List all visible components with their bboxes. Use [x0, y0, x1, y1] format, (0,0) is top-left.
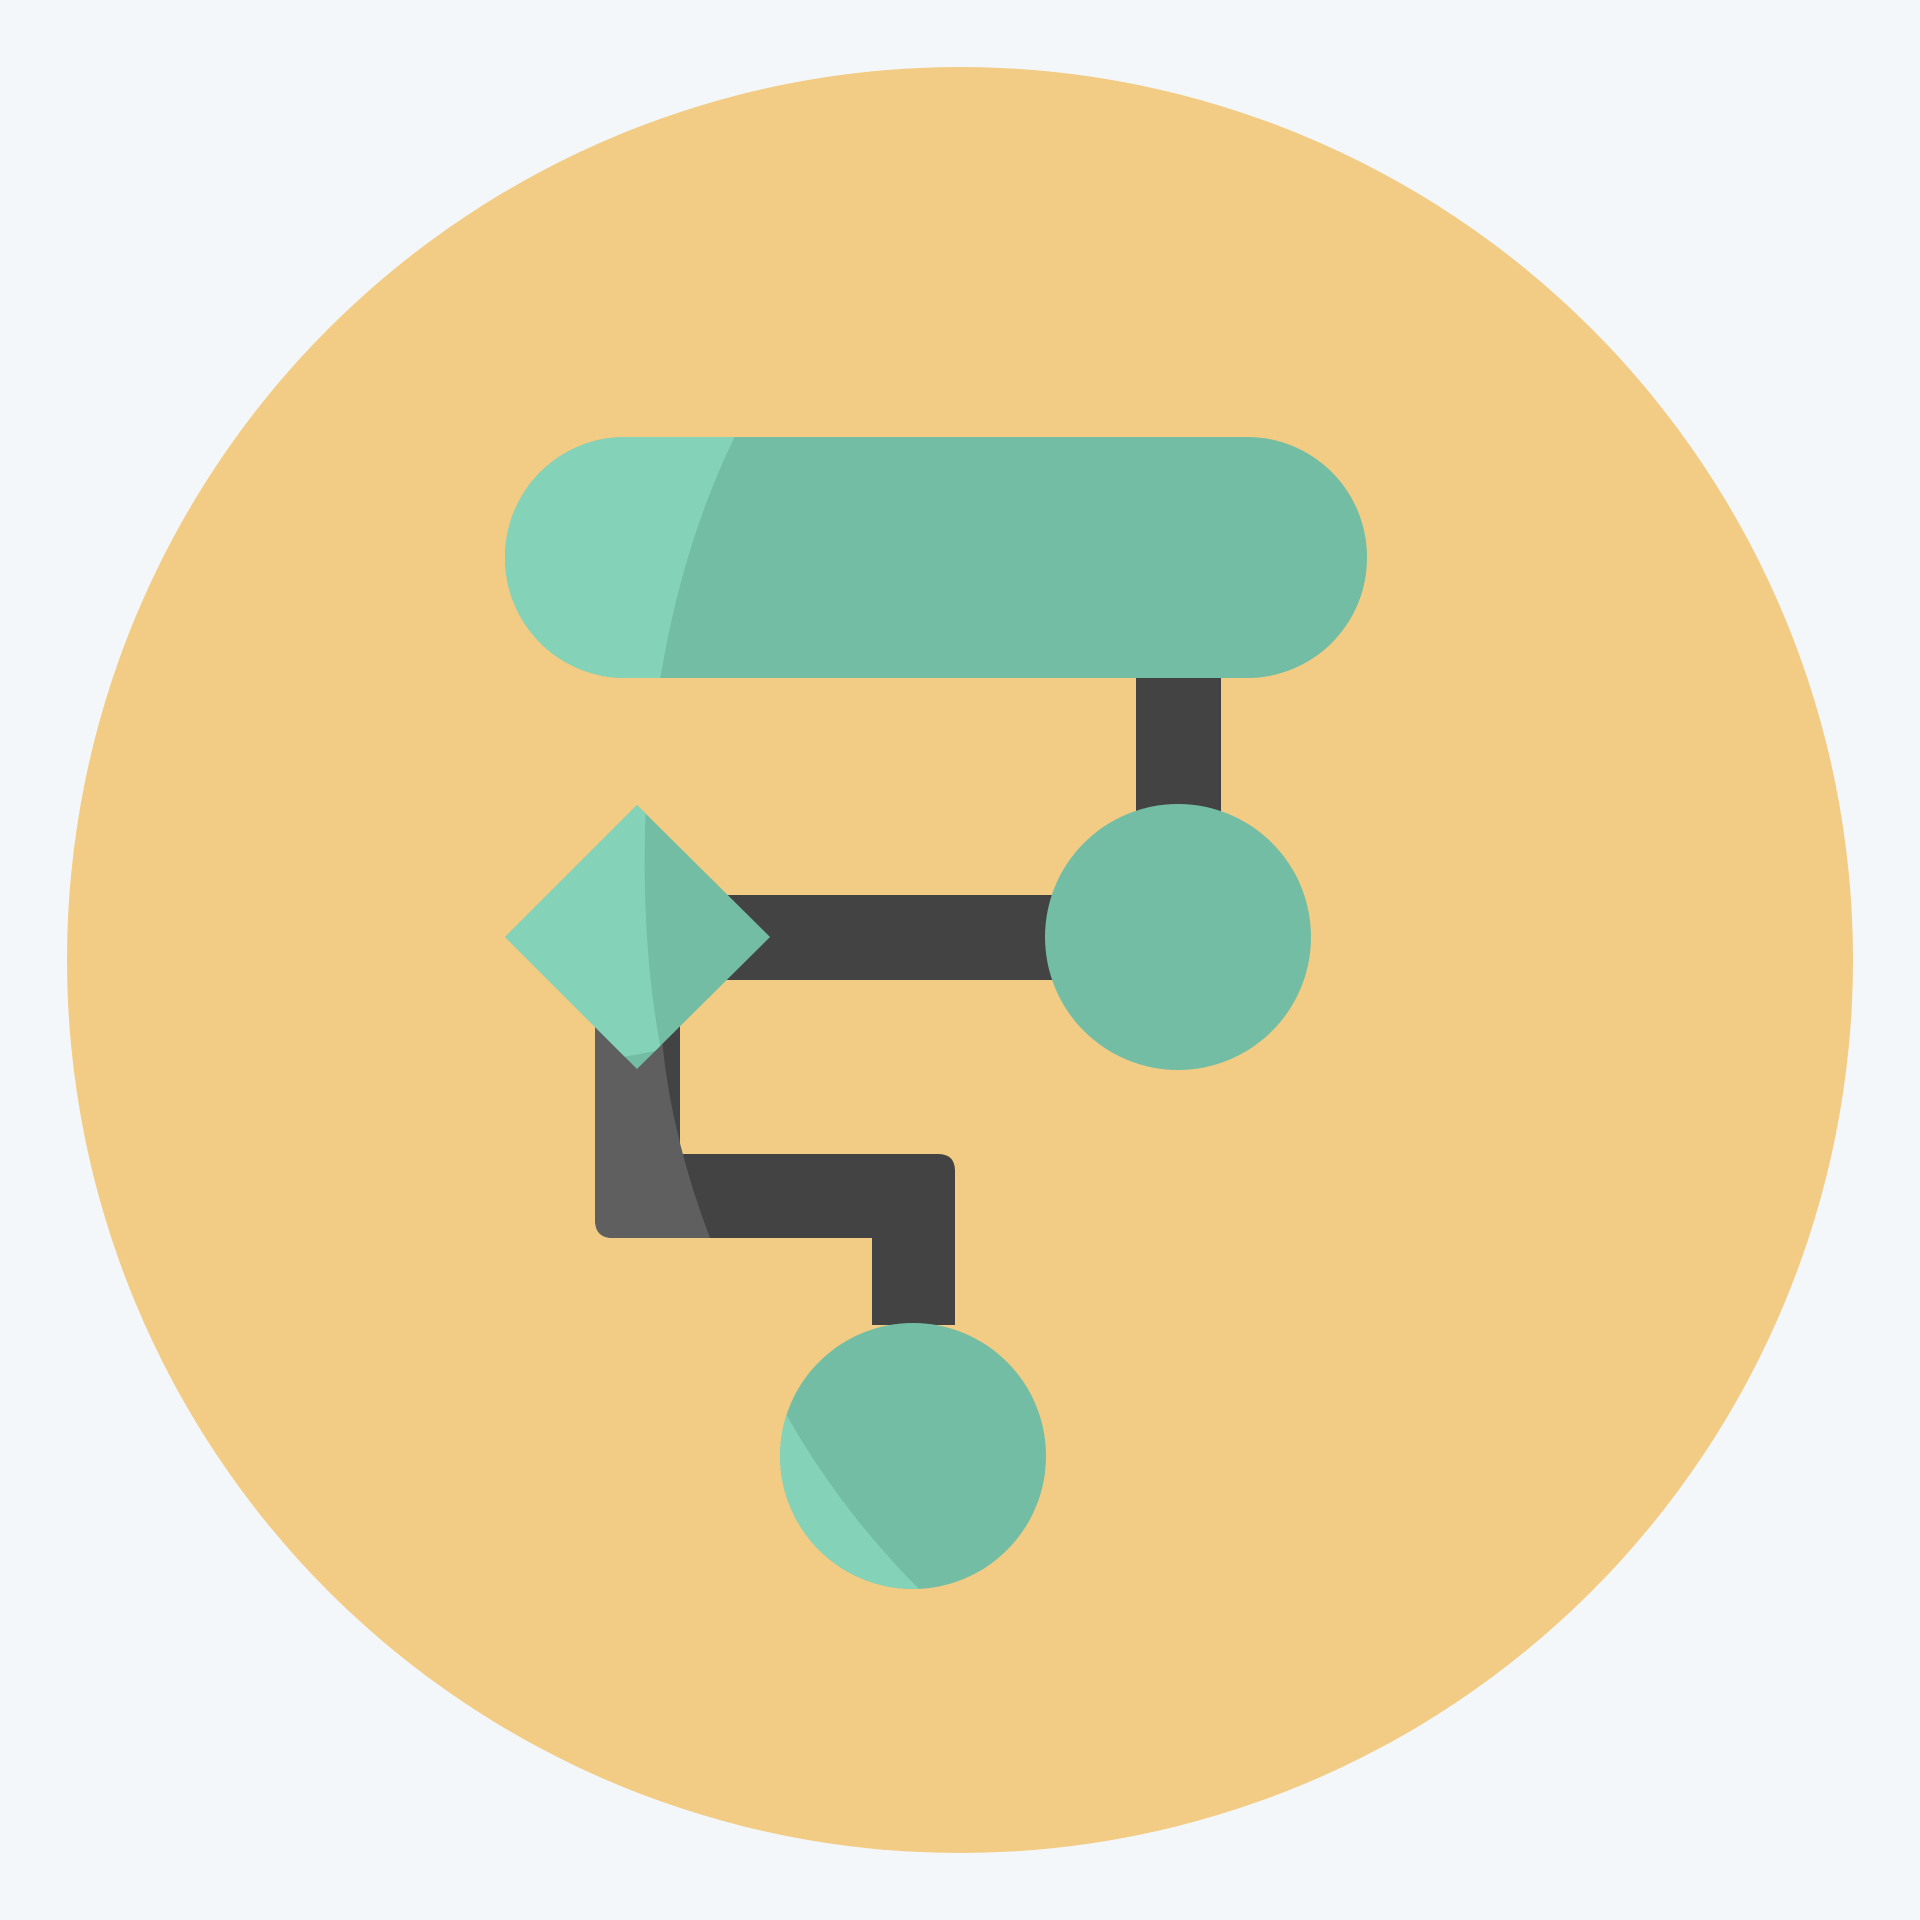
connectors	[595, 660, 1221, 1325]
connector-decision-to-end	[595, 1010, 955, 1325]
terminal-node-shape	[505, 437, 1367, 678]
connector-terminal-to-process	[1136, 660, 1221, 830]
terminal-node	[505, 437, 1367, 678]
connector-highlight	[595, 1010, 710, 1238]
terminal-node-highlight	[505, 437, 738, 678]
process-node	[1045, 804, 1311, 1070]
